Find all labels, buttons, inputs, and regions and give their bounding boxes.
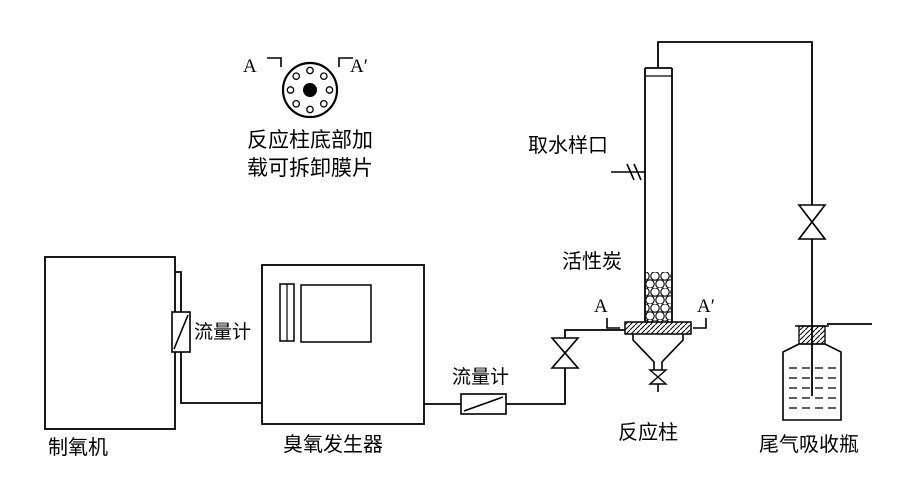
section-marker-a-prime-top: A′ [350, 56, 368, 77]
section-view-cut-marks [267, 57, 353, 67]
water-sampling-port [611, 163, 645, 181]
section-view-flange [267, 57, 353, 119]
reaction-column-label: 反应柱 [618, 422, 678, 444]
inlet-valve [550, 337, 580, 369]
flowmeter-mid [460, 393, 507, 415]
activated-carbon-bed [646, 272, 671, 322]
bottle-liquid [789, 367, 836, 409]
flowmeter-left-label: 流量计 [194, 322, 252, 343]
tail-gas-bottle [782, 325, 842, 421]
membrane-plate [624, 321, 692, 335]
column-funnel [632, 334, 684, 392]
section-marker-a-prime-column: A′ [697, 296, 715, 317]
membrane-note-line1: 反应柱底部加 [247, 128, 373, 152]
flowmeter-left [171, 311, 191, 353]
water-sampling-port-label: 取水样口 [528, 135, 608, 157]
section-marker-a-top: A [243, 56, 257, 77]
section-marker-a-column: A [594, 296, 608, 317]
tail-gas-bottle-label: 尾气吸收瓶 [759, 434, 859, 456]
reaction-column [644, 67, 673, 322]
ozone-generator-box [261, 264, 425, 425]
tail-gas-valve [797, 204, 827, 240]
ozone-generator-label: 臭氧发生器 [283, 434, 383, 456]
pipes [175, 41, 872, 405]
flowmeter-mid-label: 流量计 [452, 367, 510, 388]
section-cut-marks [606, 318, 707, 329]
oxygen-generator-box [44, 256, 176, 430]
membrane-center-dot [303, 83, 317, 97]
membrane-note: 反应柱底部加 载可拆卸膜片 [232, 126, 388, 183]
membrane-note-line2: 载可拆卸膜片 [247, 156, 373, 181]
oxygen-generator-label: 制氧机 [48, 437, 108, 459]
activated-carbon-label: 活性炭 [562, 251, 622, 273]
drain-valve [648, 369, 668, 385]
